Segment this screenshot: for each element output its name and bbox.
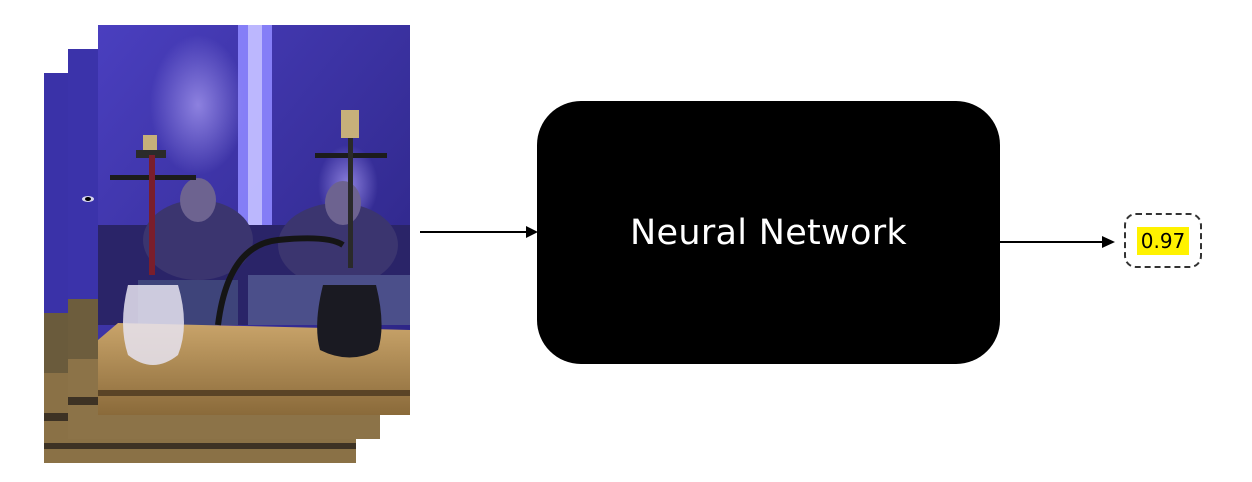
input-arrow [420,226,538,238]
output-score-value: 0.97 [1136,226,1190,255]
neural-network-box: Neural Network [537,101,1000,364]
output-arrow [1000,236,1115,248]
hookah-scene-image [98,25,410,415]
input-frame-front [98,24,410,415]
output-score-box: 0.97 [1124,213,1202,268]
input-video-frames [0,0,420,482]
neural-network-label: Neural Network [630,212,907,253]
